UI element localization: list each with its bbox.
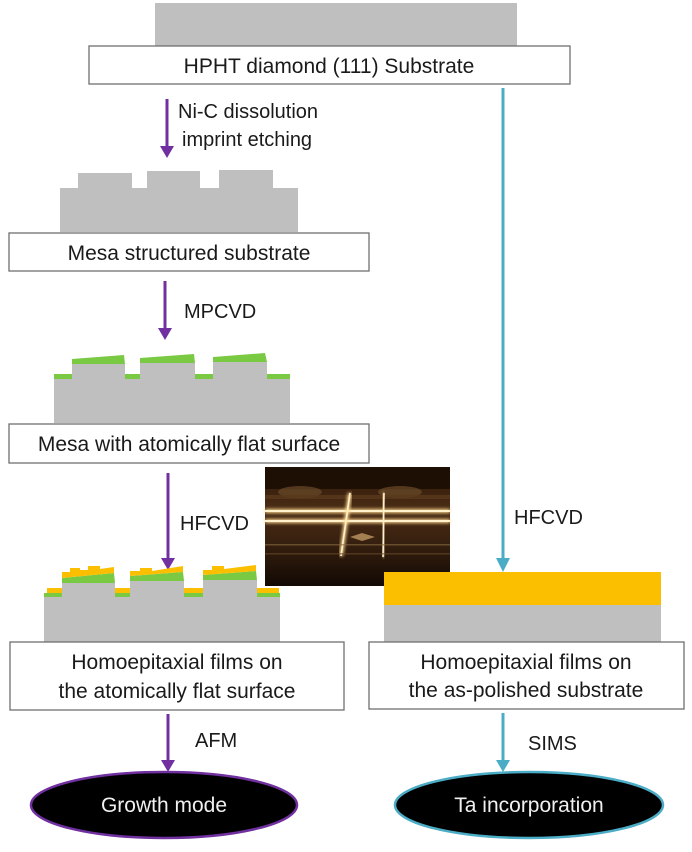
mpcvd-arrowhead [158,328,172,340]
mpcvd-label: MPCVD [184,301,256,323]
films-flat-label-line2: the atomically flat surface [59,680,296,703]
mesa-flat-shape [54,353,290,423]
etching-label-line1: Ni-C dissolution [178,101,318,123]
polished-substrate-layer [384,605,661,643]
sims-arrowhead [496,760,510,772]
films-flat-label-line1: Homoepitaxial films on [71,651,282,674]
ta-incorporation-label: Ta incorporation [454,794,603,817]
mesa-structured-label: Mesa structured substrate [68,242,311,265]
hfcvd-left-label: HFCVD [180,513,249,535]
right-branch-arrowhead [496,558,510,572]
afm-label: AFM [195,730,237,752]
etching-arrowhead [160,146,174,158]
films-flat-box [9,641,345,711]
mesa-flat-label: Mesa with atomically flat surface [38,433,340,456]
substrate-slab [155,3,517,47]
ta-incorporation-oval [393,770,665,840]
films-polished-label-line1: Homoepitaxial films on [420,651,631,674]
hfcvd-left-arrowhead [161,558,175,570]
sims-label: SIMS [528,733,577,755]
afm-arrowhead [161,760,175,772]
films-polished-label-line2: the as-polished substrate [409,679,644,702]
films-flat-shape [44,565,280,642]
mesa-structured-box [8,232,370,272]
substrate-label: HPHT diamond (111) Substrate [184,55,475,78]
growth-mode-oval [29,770,299,840]
mesa-flat-box [8,423,370,464]
hfcvd-right-label: HFCVD [514,507,583,529]
polished-film-layer [384,572,661,605]
growth-mode-label: Growth mode [101,794,227,817]
films-polished-box [368,641,685,710]
hfcvd-photo [265,467,450,586]
substrate-box [88,45,571,85]
etching-label-line2: imprint etching [182,129,312,151]
mesa-structured-shape [60,170,298,232]
